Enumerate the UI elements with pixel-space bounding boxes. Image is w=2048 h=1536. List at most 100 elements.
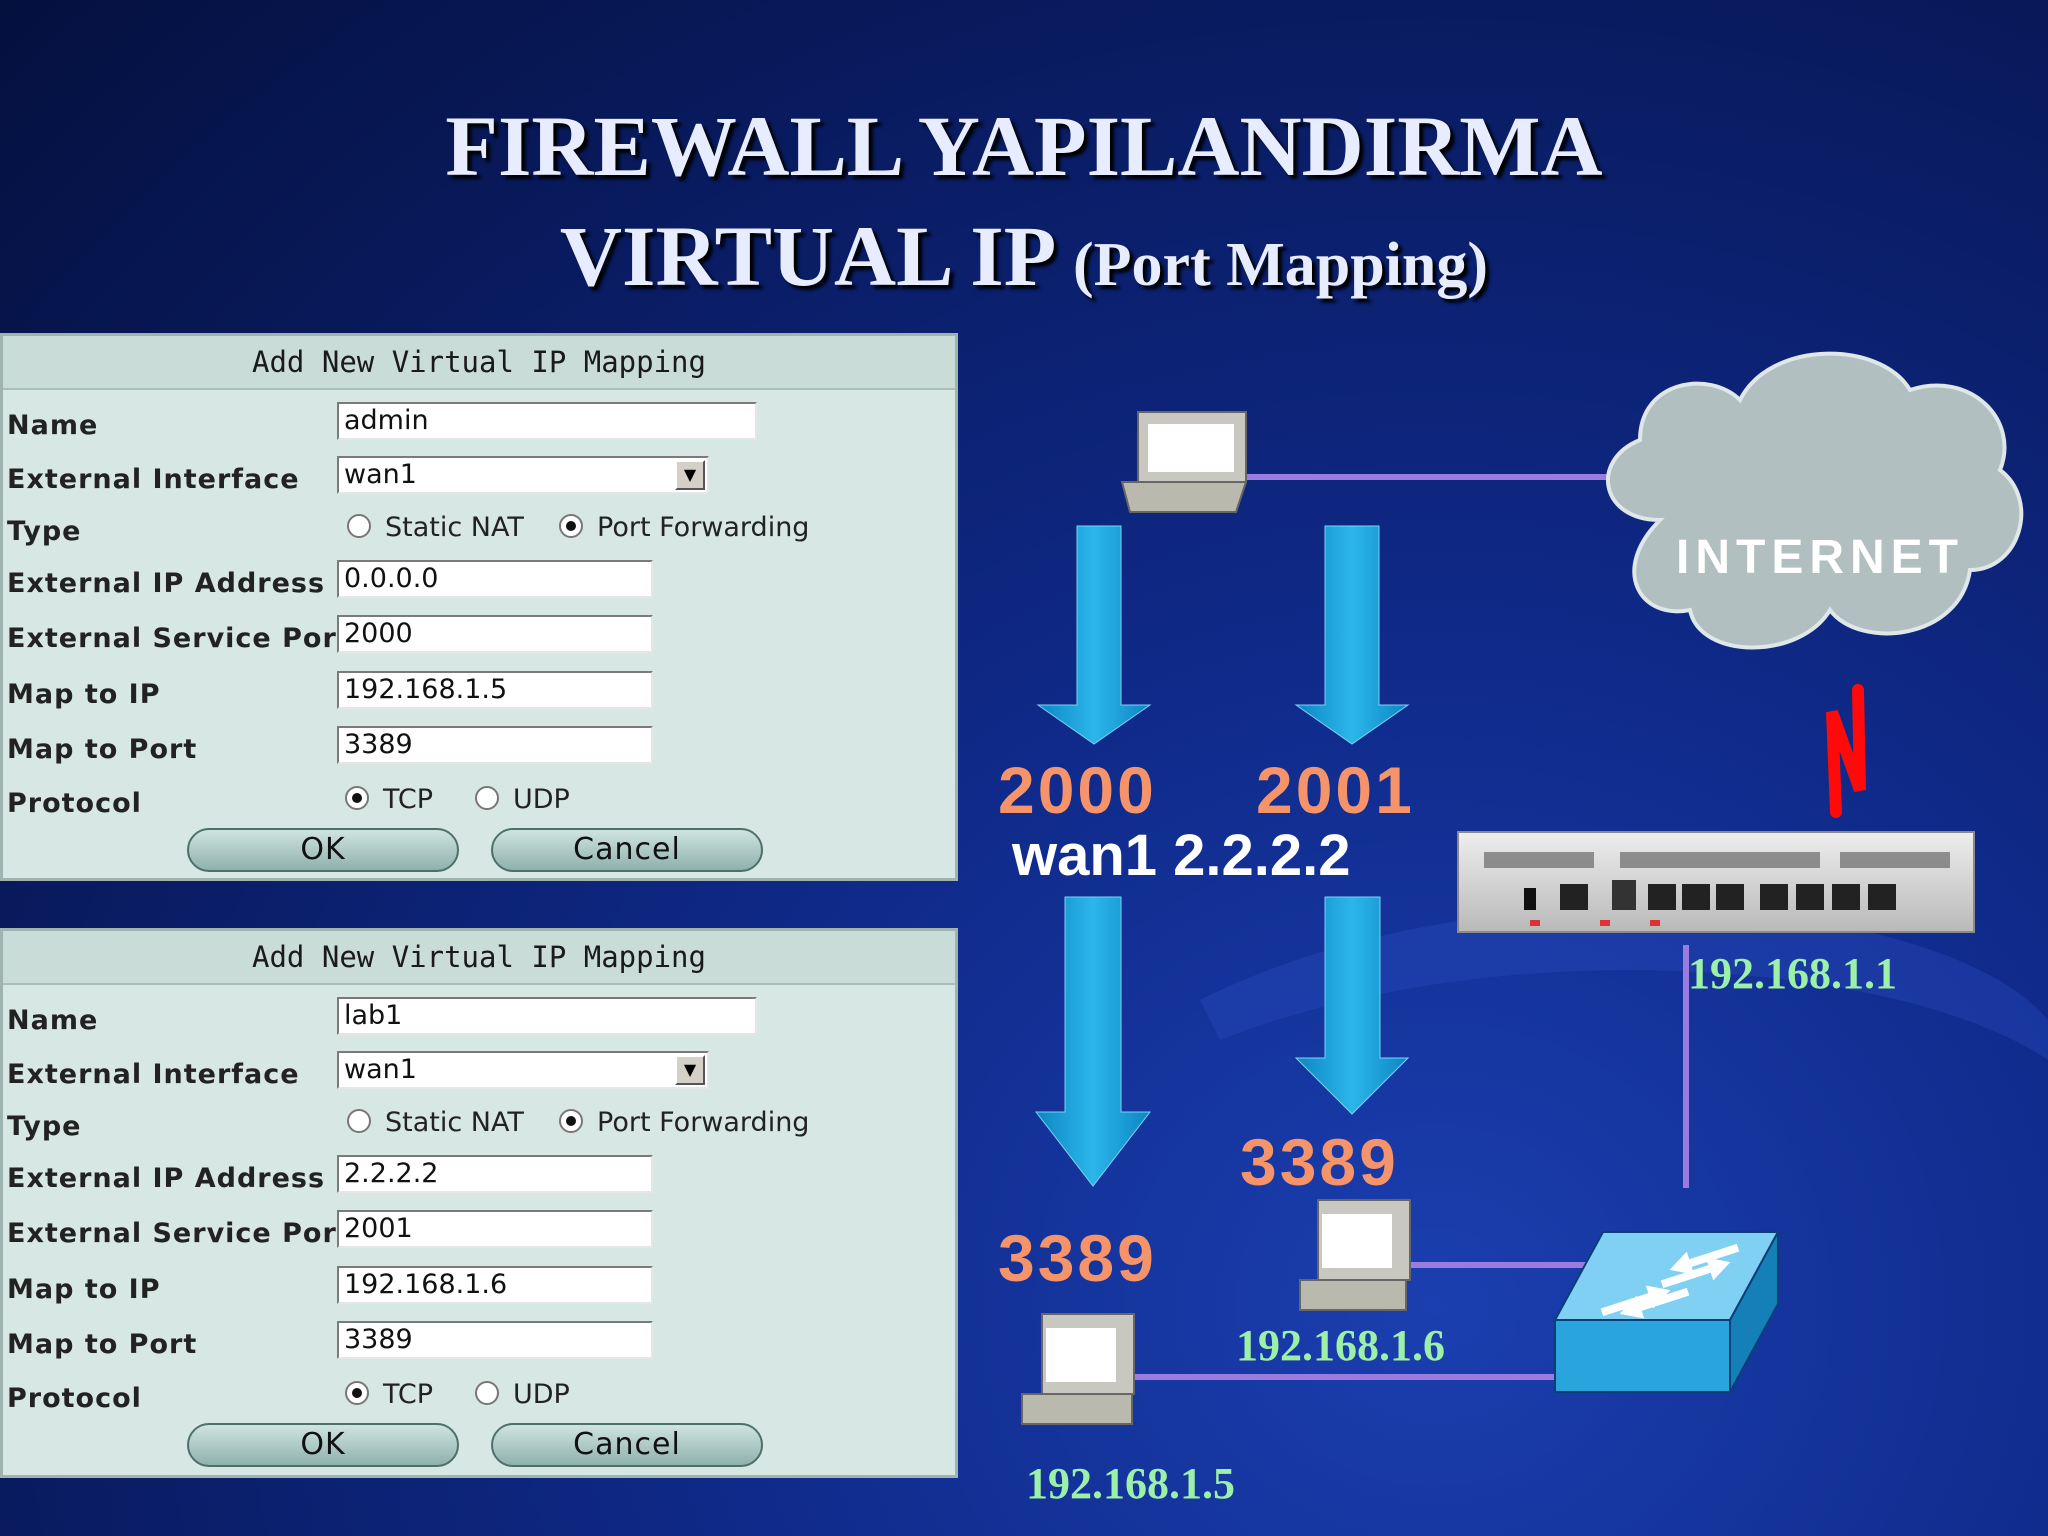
external-port-row: External Service Port 2001 bbox=[3, 1210, 955, 1260]
map-ip-row: Map to IP 192.168.1.5 bbox=[3, 671, 955, 721]
virtual-ip-form-1: Add New Virtual IP Mapping Name admin Ex… bbox=[0, 333, 958, 881]
title-port-mapping: (Port Mapping) bbox=[1073, 231, 1489, 299]
tcp-label: TCP bbox=[383, 1379, 434, 1410]
external-port-label-1: 2000 bbox=[998, 753, 1157, 827]
firewall-device-icon bbox=[1457, 831, 1975, 933]
type-port-forwarding-radio[interactable]: Port Forwarding bbox=[559, 1107, 809, 1138]
radio-icon bbox=[475, 785, 499, 810]
external-interface-row: External Interface wan1 ▼ bbox=[3, 1051, 955, 1101]
map-ip-input[interactable]: 192.168.1.5 bbox=[337, 671, 653, 709]
host5-ip-label: 192.168.1.5 bbox=[1026, 1459, 1235, 1508]
map-port-label: Map to Port bbox=[7, 1329, 198, 1360]
name-label: Name bbox=[7, 410, 99, 441]
internal-port-label-2: 3389 bbox=[1240, 1125, 1399, 1199]
protocol-tcp-radio[interactable]: TCP bbox=[345, 1379, 433, 1410]
arrow-down-2 bbox=[1294, 525, 1410, 745]
name-label: Name bbox=[7, 1005, 99, 1036]
external-port-label: External Service Port bbox=[7, 1218, 351, 1249]
map-ip-label: Map to IP bbox=[7, 1274, 161, 1305]
red-cable bbox=[1826, 684, 1866, 818]
arrow-down-4 bbox=[1294, 896, 1410, 1115]
radio-icon bbox=[347, 513, 371, 538]
radio-selected-icon bbox=[345, 1380, 369, 1405]
external-interface-label: External Interface bbox=[7, 1059, 300, 1090]
chevron-down-icon[interactable]: ▼ bbox=[675, 460, 705, 490]
background-swirl bbox=[1200, 907, 2048, 1060]
internet-cloud-icon bbox=[1605, 351, 2024, 650]
external-port-label-2: 2001 bbox=[1256, 753, 1415, 827]
protocol-row: Protocol TCP UDP bbox=[3, 780, 955, 830]
external-port-input[interactable]: 2001 bbox=[337, 1210, 653, 1248]
external-interface-select[interactable]: wan1 ▼ bbox=[337, 1051, 709, 1089]
map-ip-label: Map to IP bbox=[7, 679, 161, 710]
external-ip-row: External IP Address 2.2.2.2 bbox=[3, 1155, 955, 1205]
radio-selected-icon bbox=[345, 785, 369, 810]
map-ip-row: Map to IP 192.168.1.6 bbox=[3, 1266, 955, 1316]
type-port-forwarding-radio[interactable]: Port Forwarding bbox=[559, 512, 809, 543]
external-interface-value: wan1 bbox=[344, 459, 417, 490]
arrow-down-1 bbox=[1036, 525, 1152, 745]
radio-icon bbox=[475, 1380, 499, 1405]
radio-selected-icon bbox=[559, 1108, 583, 1133]
radio-icon bbox=[347, 1108, 371, 1133]
tcp-label: TCP bbox=[383, 784, 434, 815]
title-virtual-ip: VIRTUAL IP bbox=[559, 208, 1052, 304]
chevron-down-icon[interactable]: ▼ bbox=[675, 1055, 705, 1085]
map-ip-input[interactable]: 192.168.1.6 bbox=[337, 1266, 653, 1304]
external-interface-row: External Interface wan1 ▼ bbox=[3, 456, 955, 506]
static-nat-label: Static NAT bbox=[385, 512, 524, 543]
protocol-udp-radio[interactable]: UDP bbox=[475, 1379, 570, 1410]
type-row: Type Static NAT Port Forwarding bbox=[3, 1103, 955, 1153]
external-interface-select[interactable]: wan1 ▼ bbox=[337, 456, 709, 494]
external-ip-label: External IP Address bbox=[7, 568, 326, 599]
virtual-ip-form-2: Add New Virtual IP Mapping Name lab1 Ext… bbox=[0, 928, 958, 1478]
type-label: Type bbox=[7, 516, 82, 547]
map-port-row: Map to Port 3389 bbox=[3, 726, 955, 776]
external-ip-label: External IP Address bbox=[7, 1163, 326, 1194]
radio-selected-icon bbox=[559, 513, 583, 538]
protocol-row: Protocol TCP UDP bbox=[3, 1375, 955, 1425]
form-header: Add New Virtual IP Mapping bbox=[3, 336, 955, 390]
protocol-udp-radio[interactable]: UDP bbox=[475, 784, 570, 815]
external-ip-input[interactable]: 0.0.0.0 bbox=[337, 560, 653, 598]
host6-ip-label: 192.168.1.6 bbox=[1236, 1321, 1445, 1370]
cancel-button[interactable]: Cancel bbox=[491, 1423, 763, 1467]
external-port-label: External Service Port bbox=[7, 623, 351, 654]
external-ip-input[interactable]: 2.2.2.2 bbox=[337, 1155, 653, 1193]
form-header: Add New Virtual IP Mapping bbox=[3, 931, 955, 985]
internet-label: INTERNET bbox=[1676, 531, 1964, 584]
ok-button[interactable]: OK bbox=[187, 1423, 459, 1467]
slide-title-line2: VIRTUAL IP (Port Mapping) bbox=[0, 206, 2048, 306]
protocol-label: Protocol bbox=[7, 1383, 142, 1414]
protocol-label: Protocol bbox=[7, 788, 142, 819]
map-port-row: Map to Port 3389 bbox=[3, 1321, 955, 1371]
type-static-nat-radio[interactable]: Static NAT bbox=[347, 512, 524, 543]
map-port-input[interactable]: 3389 bbox=[337, 1321, 653, 1359]
external-port-input[interactable]: 2000 bbox=[337, 615, 653, 653]
name-input[interactable]: lab1 bbox=[337, 997, 757, 1035]
laptop-top-icon bbox=[1120, 411, 1248, 513]
pc-host6-icon bbox=[1299, 1199, 1411, 1311]
external-interface-value: wan1 bbox=[344, 1054, 417, 1085]
ok-button[interactable]: OK bbox=[187, 828, 459, 872]
name-row: Name lab1 bbox=[3, 997, 955, 1047]
cancel-button[interactable]: Cancel bbox=[491, 828, 763, 872]
map-port-label: Map to Port bbox=[7, 734, 198, 765]
protocol-tcp-radio[interactable]: TCP bbox=[345, 784, 433, 815]
wan-interface-label: wan1 2.2.2.2 bbox=[1012, 823, 1351, 888]
slide-title-line1: FIREWALL YAPILANDIRMA bbox=[445, 98, 1603, 194]
port-forwarding-label: Port Forwarding bbox=[597, 1107, 810, 1138]
name-row: Name admin bbox=[3, 402, 955, 452]
type-label: Type bbox=[7, 1111, 82, 1142]
arrow-down-3 bbox=[1034, 896, 1152, 1187]
port-forwarding-label: Port Forwarding bbox=[597, 512, 810, 543]
static-nat-label: Static NAT bbox=[385, 1107, 524, 1138]
pc-host5-icon bbox=[1021, 1313, 1135, 1425]
map-port-input[interactable]: 3389 bbox=[337, 726, 653, 764]
internal-port-label-1: 3389 bbox=[998, 1221, 1157, 1295]
name-input[interactable]: admin bbox=[337, 402, 757, 440]
udp-label: UDP bbox=[513, 784, 570, 815]
type-static-nat-radio[interactable]: Static NAT bbox=[347, 1107, 524, 1138]
external-port-row: External Service Port 2000 bbox=[3, 615, 955, 665]
